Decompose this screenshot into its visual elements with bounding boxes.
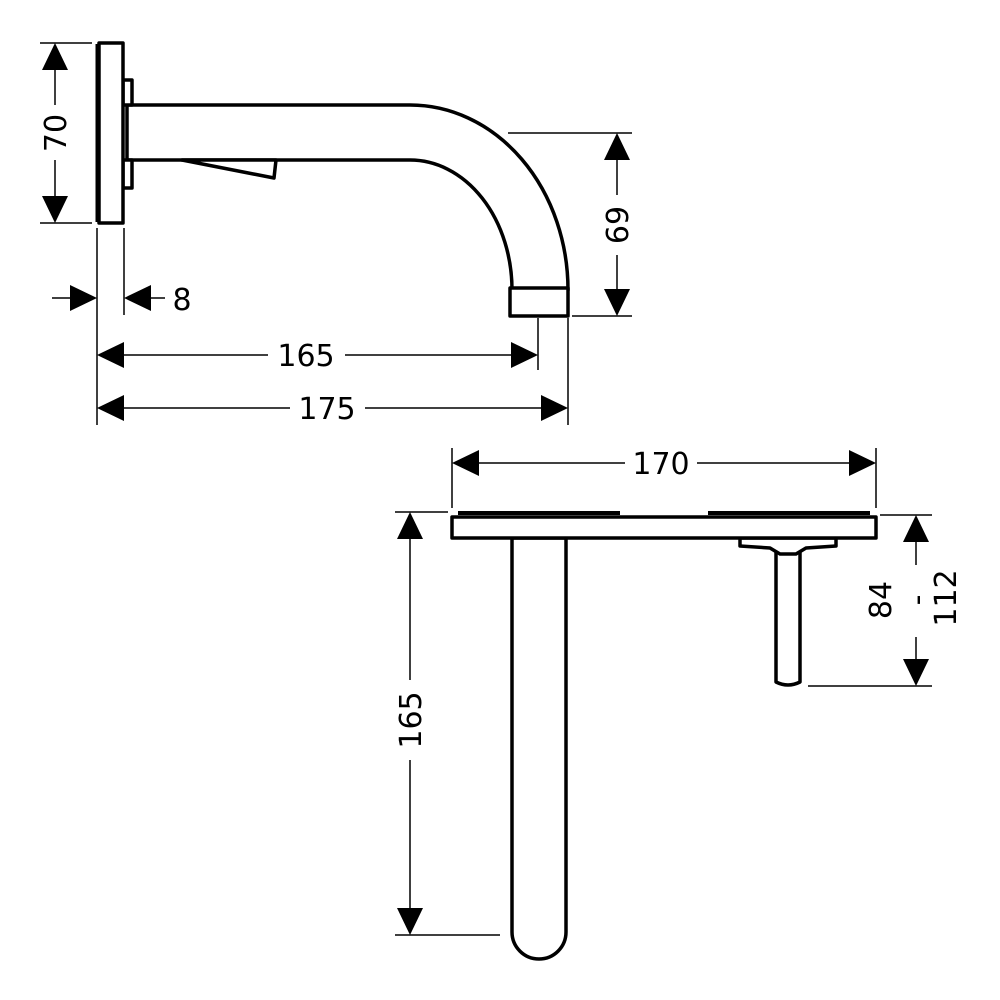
dim-label-175: 175 (298, 392, 355, 427)
dimension-8: 8 (52, 228, 192, 425)
dim-label-165: 165 (277, 339, 334, 374)
wall-plate (97, 41, 125, 225)
dimension-70: 70 (39, 42, 92, 224)
side-view: 70 69 8 165 (39, 41, 636, 427)
top-view: 170 165 84 - 112 (394, 447, 964, 961)
dim-label-70: 70 (39, 114, 74, 152)
dim-label-170: 170 (632, 447, 689, 482)
dim-label-69: 69 (601, 206, 636, 244)
handle-base (738, 536, 838, 556)
dimension-165-side: 165 (97, 318, 539, 374)
dim-label-165-top: 165 (394, 691, 429, 748)
handle-stem (774, 546, 802, 687)
dim-label-84: 84 (864, 581, 899, 619)
dimension-165-top: 165 (394, 511, 500, 936)
dim-label-112: 112 (929, 569, 964, 626)
dimension-69: 69 (508, 132, 636, 317)
lever-side (180, 158, 278, 180)
spout-outlet (508, 286, 570, 318)
dim-label-8: 8 (172, 283, 191, 318)
spout-side (125, 103, 570, 292)
mounting-plate (450, 515, 878, 540)
dimension-175: 175 (97, 318, 569, 427)
dimension-84-112: 84 - 112 (808, 514, 964, 687)
spout-top (510, 536, 568, 961)
dimension-170: 170 (451, 447, 877, 508)
dim-range-separator: - (900, 595, 935, 606)
